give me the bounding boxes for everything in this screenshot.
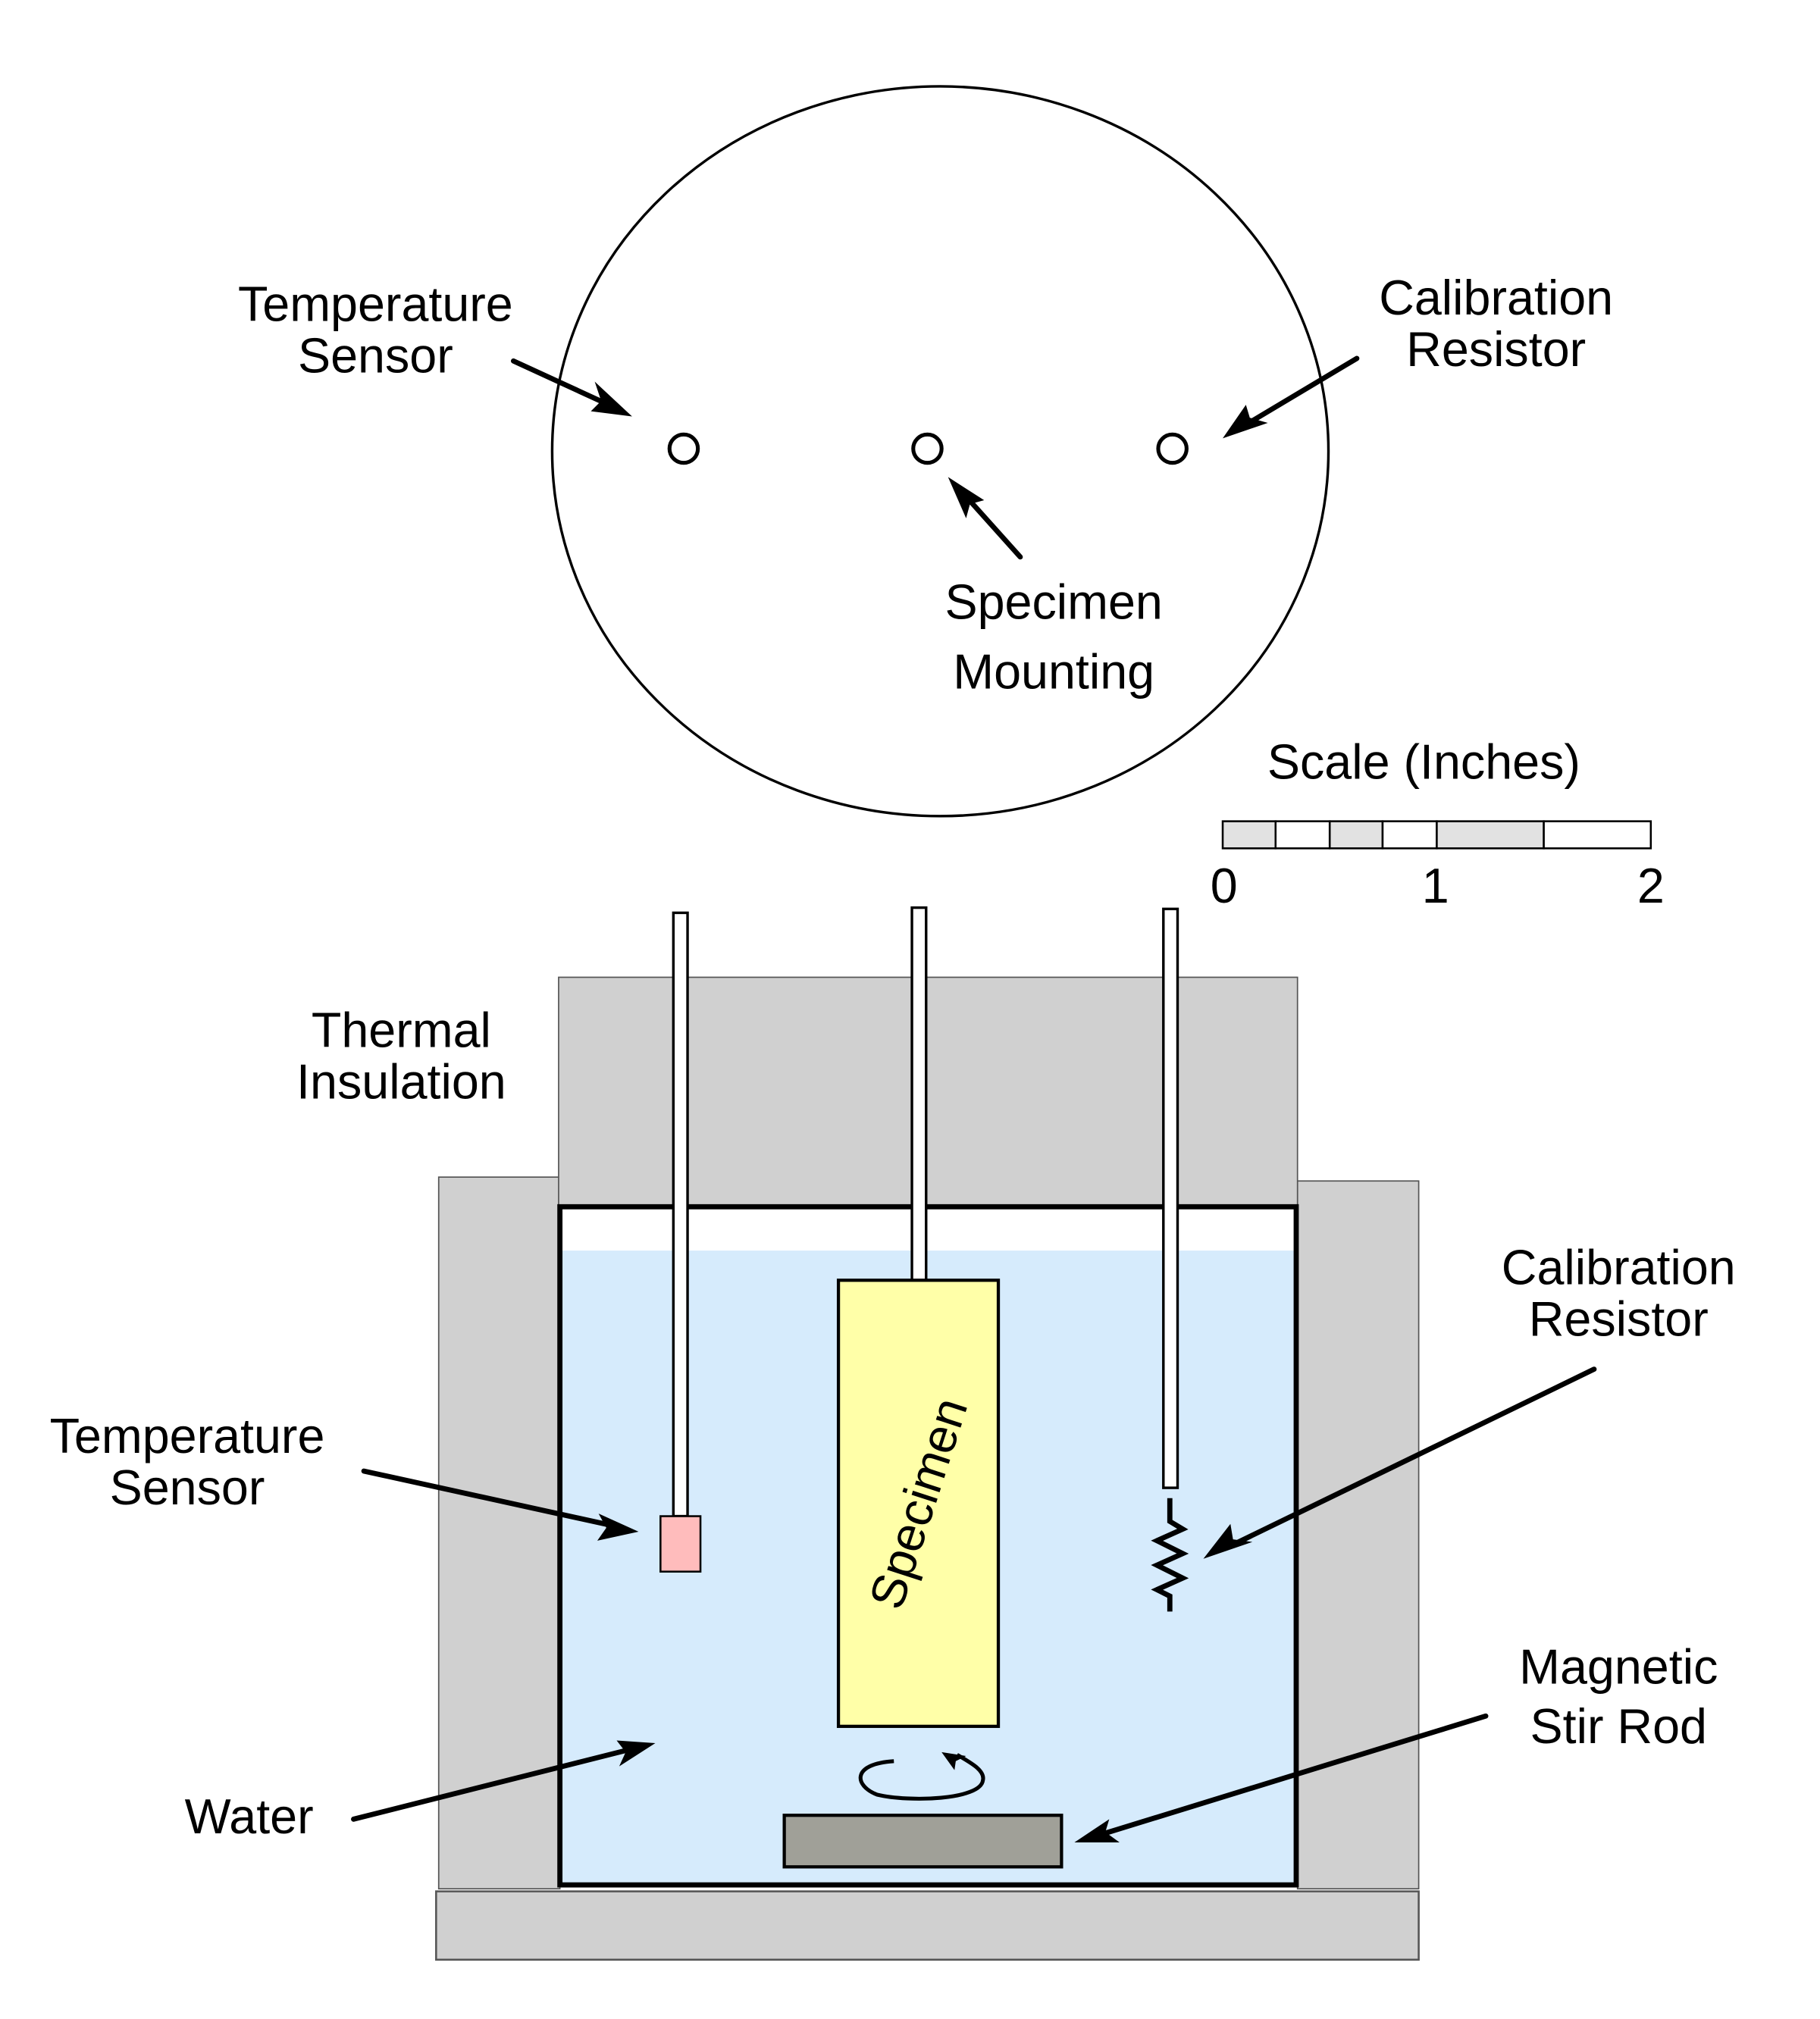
- calibration-resistor-hole: [1156, 432, 1189, 465]
- magnetic-stir-rod: [782, 1814, 1063, 1869]
- temperature-sensor-rod: [672, 911, 689, 1518]
- top-temperature-sensor-label-line1: Temperature: [238, 277, 513, 332]
- insulation-lid: [558, 976, 1298, 1208]
- insulation-right-wall: [1296, 1180, 1420, 1890]
- magnetic-stir-rod-label-line2: Stir Rod: [1530, 1698, 1707, 1754]
- scale-title: Scale (Inches): [1267, 734, 1580, 789]
- scale-tick-2: 2: [1637, 858, 1665, 913]
- temperature-sensor-hole: [667, 432, 700, 465]
- insulation-base: [435, 1890, 1420, 1961]
- specimen-mounting-label-line2: Mounting: [953, 643, 1154, 699]
- scale-segment: [1436, 820, 1545, 850]
- side-temperature-sensor-arrow: [361, 1468, 639, 1541]
- specimen-mounting-label-line1: Specimen: [944, 574, 1162, 630]
- water-label: Water: [185, 1789, 314, 1844]
- scale-segment: [1543, 820, 1652, 850]
- top-temperature-sensor-label-line2: Sensor: [298, 328, 453, 383]
- top-calibration-resistor-label-line2: Resistor: [1406, 321, 1586, 377]
- water-arrow: [351, 1740, 656, 1822]
- side-temperature-sensor-label-line2: Sensor: [110, 1460, 265, 1515]
- specimen-mounting-hole: [911, 432, 944, 465]
- scale-segment: [1274, 820, 1331, 850]
- side-calibration-resistor-label-line2: Resistor: [1529, 1291, 1709, 1346]
- top-temperature-sensor-arrow: [510, 358, 632, 417]
- magnetic-stir-rod-arrow: [1074, 1713, 1489, 1842]
- thermal-insulation-label-line2: Insulation: [296, 1053, 506, 1109]
- scale-tick-0: 0: [1211, 858, 1238, 913]
- vessel-outline: [557, 1204, 1299, 1888]
- magnetic-stir-rod-label-line1: Magnetic: [1519, 1639, 1718, 1695]
- specimen-rod: [910, 906, 928, 1283]
- top-calibration-resistor-label-line1: Calibration: [1379, 270, 1613, 325]
- calibration-resistor-rod: [1162, 907, 1179, 1489]
- stir-rotation-icon: [858, 1751, 985, 1801]
- scale-segment: [1221, 820, 1277, 850]
- calibration-resistor-symbol: [1151, 1498, 1189, 1612]
- specimen-block: [836, 1279, 1001, 1728]
- scale-bar: Scale (Inches) 0 1 2: [1211, 734, 1665, 912]
- side-temperature-sensor-label-line1: Temperature: [50, 1408, 325, 1463]
- top-calibration-resistor-arrow: [1223, 355, 1360, 439]
- scale-segment: [1381, 820, 1438, 850]
- top-view: Temperature Sensor Calibration Resistor …: [238, 85, 1613, 818]
- vessel-air-gap: [561, 1207, 1295, 1251]
- scale-segment: [1328, 820, 1384, 850]
- side-calibration-resistor-label-line1: Calibration: [1502, 1239, 1736, 1294]
- side-view: Specimen Thermal Insulation Temperature …: [50, 906, 1736, 1961]
- side-calibration-resistor-arrow: [1203, 1366, 1597, 1559]
- scale-tick-1: 1: [1422, 858, 1449, 913]
- thermal-insulation-label-line1: Thermal: [312, 1002, 491, 1057]
- temperature-sensor-element: [659, 1515, 702, 1573]
- specimen-mounting-arrow: [948, 477, 1023, 560]
